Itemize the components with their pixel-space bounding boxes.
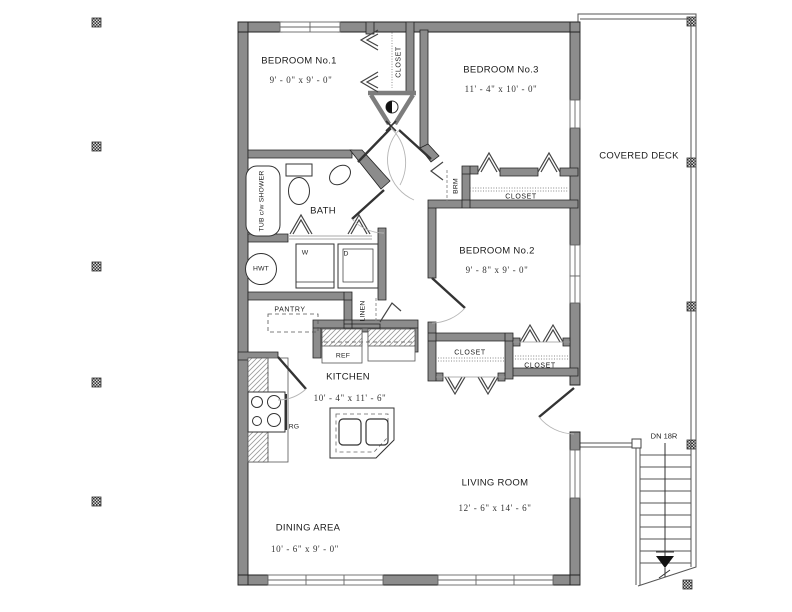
stair-down-arrow — [656, 556, 674, 568]
closet-doors — [289, 29, 570, 396]
washer — [295, 243, 335, 289]
room-dims-living-room: 12' - 6" x 14' - 6" — [458, 503, 532, 513]
label-linen: LINEN — [359, 300, 367, 322]
label-dryer: D — [343, 250, 349, 258]
label-washer: W — [301, 249, 309, 257]
kitchen-counters — [247, 328, 416, 463]
label-pantry: PANTRY — [274, 306, 306, 314]
stairs — [631, 438, 691, 585]
laundry-bifold — [289, 213, 313, 235]
label-brm: BRM — [452, 178, 460, 194]
bath-sink — [329, 164, 351, 186]
dryer — [337, 243, 379, 289]
bedroom1-closet-bifold — [359, 29, 379, 51]
label-closet-bedroom1: CLOSET — [395, 46, 403, 78]
label-closet-bedroom3: CLOSET — [505, 193, 537, 201]
living-closet-bifold — [444, 376, 466, 396]
label-ref: REF — [335, 352, 351, 360]
bedroom3-door-jamb — [419, 143, 440, 163]
label-tub: TUB c/w SHOWER — [258, 170, 266, 232]
entry-door-leaf — [538, 387, 575, 418]
island-sink-b — [365, 418, 389, 446]
ceiling-light-fill — [386, 101, 392, 113]
label-closet-bedroom2: CLOSET — [524, 362, 556, 370]
kitchen-island — [329, 407, 395, 459]
room-label-covered-deck: COVERED DECK — [599, 150, 679, 162]
room-label-bath: BATH — [310, 205, 336, 217]
outer-walls — [237, 21, 581, 586]
linen-door — [379, 302, 402, 323]
bath-fixtures — [245, 163, 351, 285]
laundry-appliances — [295, 243, 379, 289]
label-hwt: HWT — [252, 265, 270, 273]
room-dims-bedroom1: 9' - 0" x 9' - 0" — [269, 75, 333, 85]
toilet-tank — [285, 163, 313, 177]
range — [247, 391, 286, 433]
bathtub — [245, 165, 281, 237]
pantry-outline — [267, 313, 319, 333]
label-rg: RG — [288, 423, 300, 431]
bedroom2-closet-bifold — [519, 323, 541, 343]
bedroom3-door-leaf — [398, 129, 432, 160]
room-label-bedroom1: BEDROOM No.1 — [261, 55, 337, 67]
room-label-dining-area: DINING AREA — [275, 522, 341, 534]
bath-door-leaf — [351, 189, 385, 220]
room-dims-bedroom3: 11' - 4" x 10' - 0" — [464, 84, 538, 94]
label-dn-18r: DN 18R — [650, 431, 678, 441]
deck-outline — [577, 13, 697, 587]
bedroom2-door-leaf — [431, 277, 466, 309]
brm-door — [430, 161, 444, 181]
kitchen-door-leaf — [277, 356, 307, 390]
room-label-kitchen: KITCHEN — [326, 371, 370, 383]
room-dims-bedroom2: 9' - 8" x 9' - 0" — [465, 265, 529, 275]
room-dims-kitchen: 10' - 4" x 11' - 6" — [313, 393, 387, 403]
doors — [277, 127, 575, 435]
bedroom1-door-leaf — [357, 127, 392, 163]
bedroom3-closet-bifold — [477, 151, 501, 173]
room-label-bedroom2: BEDROOM No.2 — [459, 245, 535, 257]
toilet-bowl — [288, 177, 310, 205]
water-heater — [245, 253, 277, 285]
windows — [267, 21, 581, 586]
label-closet-living: CLOSET — [454, 349, 486, 357]
island-sink-a — [338, 418, 362, 446]
shelf-lines — [288, 30, 568, 362]
entry-nook — [368, 90, 416, 132]
room-label-bedroom3: BEDROOM No.3 — [463, 64, 539, 76]
room-label-living-room: LIVING ROOM — [461, 477, 529, 489]
bath-angled-wall — [349, 149, 391, 190]
room-dims-dining-area: 10' - 6" x 9' - 0" — [271, 544, 339, 554]
